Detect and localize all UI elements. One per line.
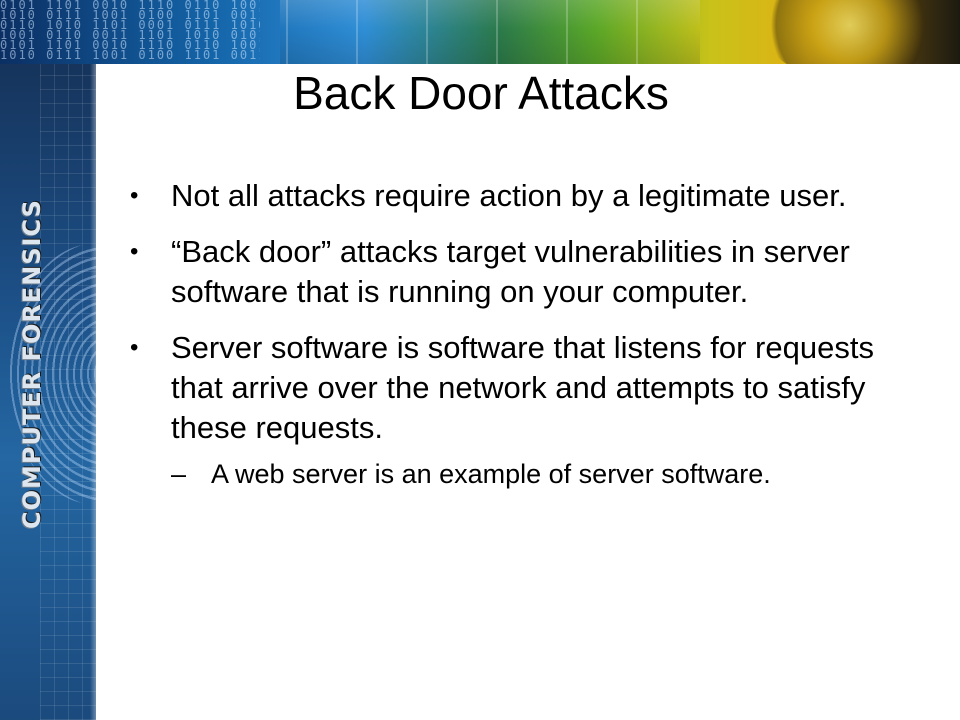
bullet-text: “Back door” attacks target vulnerabiliti…: [171, 234, 850, 309]
bullet-symbol: •: [130, 182, 139, 209]
bullet-symbol: •: [130, 334, 139, 361]
header-banner-image: 0101 1101 0010 1110 0110 1001 1010 0111 …: [0, 0, 960, 64]
sidebar-vertical-text: COMPUTER FORENSICS: [18, 199, 46, 529]
bullet-item: • “Back door” attacks target vulnerabili…: [130, 232, 930, 312]
binary-code-graphic: 0101 1101 0010 1110 0110 1001 1010 0111 …: [0, 0, 260, 62]
bullet-list: • Not all attacks require action by a le…: [130, 176, 930, 492]
circuit-glow-graphic: [760, 0, 940, 64]
sub-bullet-text: A web server is an example of server sof…: [211, 459, 771, 489]
sidebar-edge: [90, 64, 96, 720]
bullet-symbol: •: [130, 238, 139, 265]
sub-bullet-symbol: –: [171, 459, 187, 489]
bullet-text: Server software is software that listens…: [171, 330, 874, 445]
keyboard-graphic: [280, 0, 700, 64]
bullet-item: • Not all attacks require action by a le…: [130, 176, 930, 216]
sub-bullet-item: – A web server is an example of server s…: [171, 456, 930, 492]
grid-graphic: [40, 64, 96, 720]
bullet-item: • Server software is software that liste…: [130, 328, 930, 448]
bullet-text: Not all attacks require action by a legi…: [171, 178, 847, 213]
slide-title: Back Door Attacks: [293, 67, 669, 119]
side-banner-image: COMPUTER FORENSICS: [0, 64, 96, 720]
